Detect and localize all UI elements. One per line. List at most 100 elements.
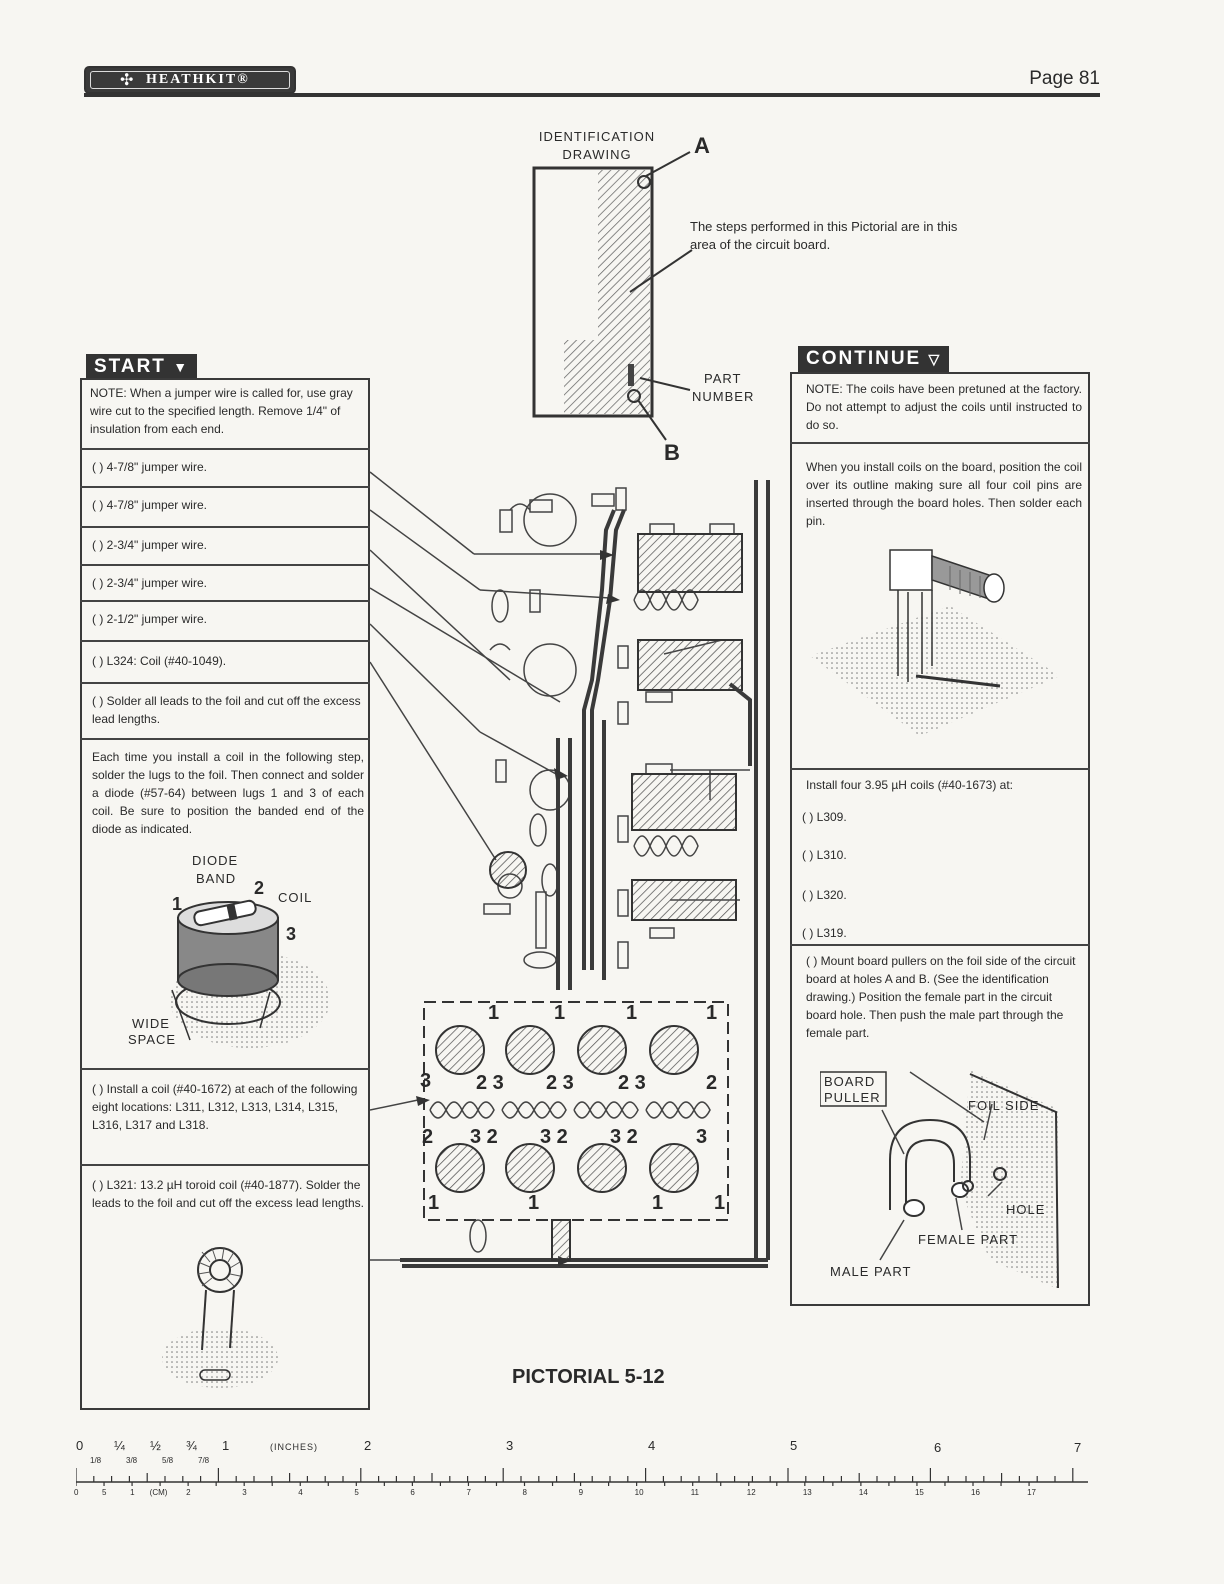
board-puller-illustration	[820, 1070, 1060, 1290]
ident-label-b: B	[664, 440, 680, 465]
circuit-board-pictorial	[370, 471, 770, 1268]
frac-label: 5/8	[162, 1456, 174, 1465]
install-note: When you install coils on the board, pos…	[806, 460, 1082, 528]
inch-label: ½	[150, 1438, 161, 1453]
cm-label: 11	[690, 1488, 699, 1497]
step-coil-l320[interactable]: ( ) L320.	[802, 888, 847, 902]
ident-title-line2: DRAWING	[562, 147, 632, 162]
cm-label: 17	[1027, 1488, 1036, 1497]
pin-number: 1	[714, 1192, 726, 1214]
step-solder[interactable]: ( ) Solder all leads to the foil and cut…	[92, 694, 361, 726]
step-coil-eight[interactable]: ( ) Install a coil (#40-1672) at each of…	[92, 1082, 358, 1132]
arrow-down-icon: ▼	[173, 359, 190, 375]
pin-number: 1	[626, 1002, 638, 1024]
inch-label: 4	[648, 1438, 656, 1453]
four-coils-note: Install four 3.95 µH coils (#40-1673) at…	[806, 778, 1014, 792]
pin-number: 1	[554, 1002, 566, 1024]
left-rule	[80, 682, 370, 684]
inch-label: ¾	[186, 1438, 197, 1453]
toroid-illustration	[162, 1247, 278, 1388]
foil-side-label: FOIL SIDE	[968, 1098, 1040, 1113]
female-part-label: FEMALE PART	[918, 1232, 1019, 1247]
cm-label: 15	[914, 1488, 924, 1497]
inch-label: 5	[790, 1438, 798, 1453]
step-coil-l319[interactable]: ( ) L319.	[802, 926, 847, 940]
part-number-line1: PART	[704, 371, 742, 386]
inch-label: 2	[364, 1438, 372, 1453]
frac-label: 7/8	[198, 1456, 210, 1465]
pin-number: 3 2	[610, 1126, 638, 1148]
page-number: Page 81	[1029, 68, 1100, 89]
cm-label: 6	[410, 1488, 415, 1497]
arrow-down-icon: ▽	[928, 351, 942, 367]
step-jumper-4[interactable]: ( ) 2-3/4" jumper wire.	[92, 576, 207, 590]
board-puller-label: BOARD PULLER	[824, 1074, 881, 1106]
pin-number: 1	[652, 1192, 664, 1214]
left-rule	[80, 600, 370, 602]
pin-number: 3 2	[540, 1126, 568, 1148]
step-board-pullers[interactable]: ( ) Mount board pullers on the foil side…	[806, 954, 1076, 1040]
atom-icon: ✣	[120, 72, 134, 89]
pin-number: 2 3	[618, 1072, 646, 1094]
brand-name: HEATHKIT®	[146, 72, 250, 87]
diode-band-line2: BAND	[196, 871, 237, 886]
inch-label: 6	[934, 1440, 942, 1455]
right-rule	[790, 768, 1090, 770]
continue-label: CONTINUE	[806, 348, 922, 369]
start-label: START	[94, 356, 166, 377]
diode-band-label: DIODE BAND	[192, 852, 238, 888]
cm-label: 8	[522, 1488, 527, 1497]
left-rule	[80, 526, 370, 528]
left-rule	[80, 486, 370, 488]
male-part-label: MALE PART	[830, 1264, 912, 1279]
left-rule	[80, 640, 370, 642]
right-note: NOTE: The coils have been pretuned at th…	[806, 382, 1082, 432]
ruler-ticks	[76, 1468, 1088, 1486]
wide-space-line2: SPACE	[128, 1032, 177, 1047]
header-rule	[84, 93, 1100, 97]
pictorial-caption: PICTORIAL 5-12	[512, 1366, 665, 1388]
pin-number: 1	[488, 1002, 500, 1024]
cm-label: 16	[971, 1488, 980, 1497]
ident-label-a: A	[694, 133, 710, 158]
cm-label: 10	[634, 1488, 644, 1497]
pin-number: 3 2	[470, 1126, 498, 1148]
diode-band-line1: DIODE	[192, 853, 239, 868]
step-toroid[interactable]: ( ) L321: 13.2 µH toroid coil (#40-1877)…	[92, 1178, 364, 1210]
step-jumper-1[interactable]: ( ) 4-7/8" jumper wire.	[92, 460, 207, 474]
left-note: NOTE: When a jumper wire is called for, …	[90, 386, 353, 436]
cm-label: 2	[186, 1488, 191, 1497]
left-rule	[80, 448, 370, 450]
cm-label: 3	[242, 1488, 247, 1497]
wide-space-line1: WIDE	[132, 1016, 170, 1031]
ident-title-line1: IDENTIFICATION	[538, 129, 656, 144]
cm-label: 12	[746, 1488, 756, 1497]
step-coil-l310[interactable]: ( ) L310.	[802, 848, 847, 862]
cm-label: 4	[298, 1488, 303, 1497]
cm-label: 1	[130, 1488, 135, 1497]
step-coil-l309[interactable]: ( ) L309.	[802, 810, 847, 824]
inch-label: 3	[506, 1438, 514, 1453]
start-tag: START ▼	[86, 354, 198, 380]
cm-label: 14	[858, 1488, 868, 1497]
inch-label: 0	[76, 1438, 84, 1453]
left-rule	[80, 1164, 370, 1166]
pin-number: 2 3	[546, 1072, 574, 1094]
board-puller-line2: PULLER	[824, 1090, 881, 1105]
pin-number: 3	[696, 1126, 708, 1148]
step-jumper-3[interactable]: ( ) 2-3/4" jumper wire.	[92, 538, 207, 552]
right-rule	[790, 944, 1090, 946]
step-coil-l324[interactable]: ( ) L324: Coil (#40-1049).	[92, 654, 227, 668]
step-jumper-2[interactable]: ( ) 4-7/8" jumper wire.	[92, 498, 207, 512]
coil-pin-numbers: 1 1 1 1 3 2 3 2 3 2 3 2 2 3 2 3 2 3 2 3 …	[420, 1002, 740, 1218]
step-jumper-5[interactable]: ( ) 2-1/2" jumper wire.	[92, 612, 207, 626]
pin-number: 1	[428, 1192, 440, 1214]
cm-label: 7	[466, 1488, 471, 1497]
heathkit-logo: ✣ HEATHKIT®	[84, 66, 296, 94]
frac-label: 1/8	[90, 1456, 102, 1465]
inch-label: 7	[1074, 1440, 1082, 1455]
wide-space-label: WIDE SPACE	[128, 1016, 176, 1048]
pin-number: 1	[706, 1002, 718, 1024]
inch-label: 1	[222, 1438, 230, 1453]
left-steps-panel	[80, 378, 370, 1410]
